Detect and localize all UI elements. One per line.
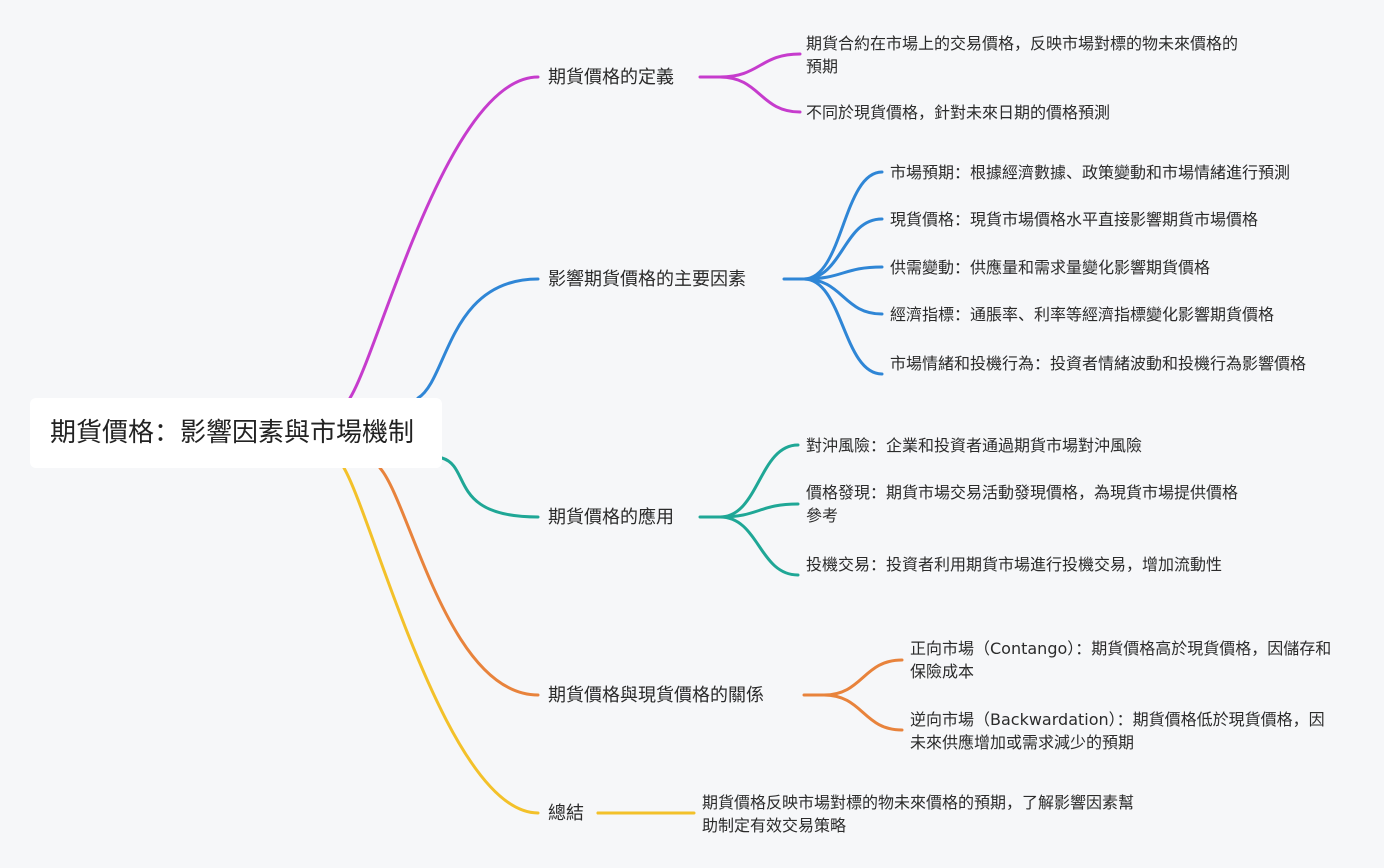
branch-leaf-connector (802, 265, 884, 281)
root-topic[interactable]: 期貨價格：影響因素與市場機制 (30, 398, 442, 468)
branch-leaf-connector (802, 277, 884, 376)
root-branch-connector (440, 456, 540, 519)
branch-leaf-connector (802, 217, 884, 281)
leaf-topic[interactable]: 市場預期：根據經濟數據、政策變動和市場情緒進行預測 (890, 163, 1291, 182)
branch-topic-definition[interactable]: 期貨價格的定義 (548, 67, 674, 88)
leaf-topic[interactable]: 期貨價格反映市場對標的物未來價格的預期，了解影響因素幫助制定有效交易策略 (702, 793, 1135, 835)
branch-leaf-connector (718, 75, 802, 114)
leaf-topic[interactable]: 正向市場（Contango）：期貨價格高於現貨價格，因儲存和保險成本 (910, 639, 1332, 681)
leaf-topic[interactable]: 現貨價格：現貨市場價格水平直接影響期貨市場價格 (890, 210, 1259, 229)
leaf-topic[interactable]: 期貨合約在市場上的交易價格，反映市場對標的物未來價格的預期 (806, 34, 1239, 76)
branch-topic-factors[interactable]: 影響期貨價格的主要因素 (548, 269, 746, 290)
root-branch-connector (378, 466, 540, 697)
root-branch-connector (348, 75, 540, 400)
branch-leaf-connector (718, 443, 800, 519)
leaf-topic[interactable]: 對沖風險：企業和投資者通過期貨市場對沖風險 (806, 436, 1143, 455)
branch-leaf-connector (718, 515, 800, 577)
branch-leaf-connector (718, 502, 800, 519)
leaf-topic[interactable]: 經濟指標：通脹率、利率等經濟指標變化影響期貨價格 (890, 305, 1275, 324)
branch-topic-summary[interactable]: 總結 (548, 803, 584, 824)
branch-leaf-connector (802, 170, 884, 281)
branch-leaf-connector (822, 658, 904, 697)
branch-leaf-connector (718, 52, 802, 79)
leaf-topic[interactable]: 價格發現：期貨市場交易活動發現價格，為現貨市場提供價格參考 (806, 483, 1239, 525)
branch-leaf-connector (802, 277, 884, 316)
leaf-topic[interactable]: 逆向市場（Backwardation）：期貨價格低於現貨價格，因未來供應增加或需… (910, 710, 1325, 752)
leaf-topic[interactable]: 不同於現貨價格，針對未來日期的價格預測 (806, 103, 1111, 122)
root-branch-connector (416, 277, 540, 400)
branch-topic-applications[interactable]: 期貨價格的應用 (548, 507, 674, 528)
leaf-topic[interactable]: 投機交易：投資者利用期貨市場進行投機交易，增加流動性 (806, 555, 1223, 574)
branch-leaf-connector (822, 693, 904, 732)
leaf-topic[interactable]: 市場情緒和投機行為：投資者情緒波動和投機行為影響價格 (890, 354, 1307, 373)
leaf-topic[interactable]: 供需變動：供應量和需求量變化影響期貨價格 (890, 258, 1211, 277)
branch-topic-relationship[interactable]: 期貨價格與現貨價格的關係 (548, 685, 764, 706)
root-branch-connector (342, 466, 540, 815)
